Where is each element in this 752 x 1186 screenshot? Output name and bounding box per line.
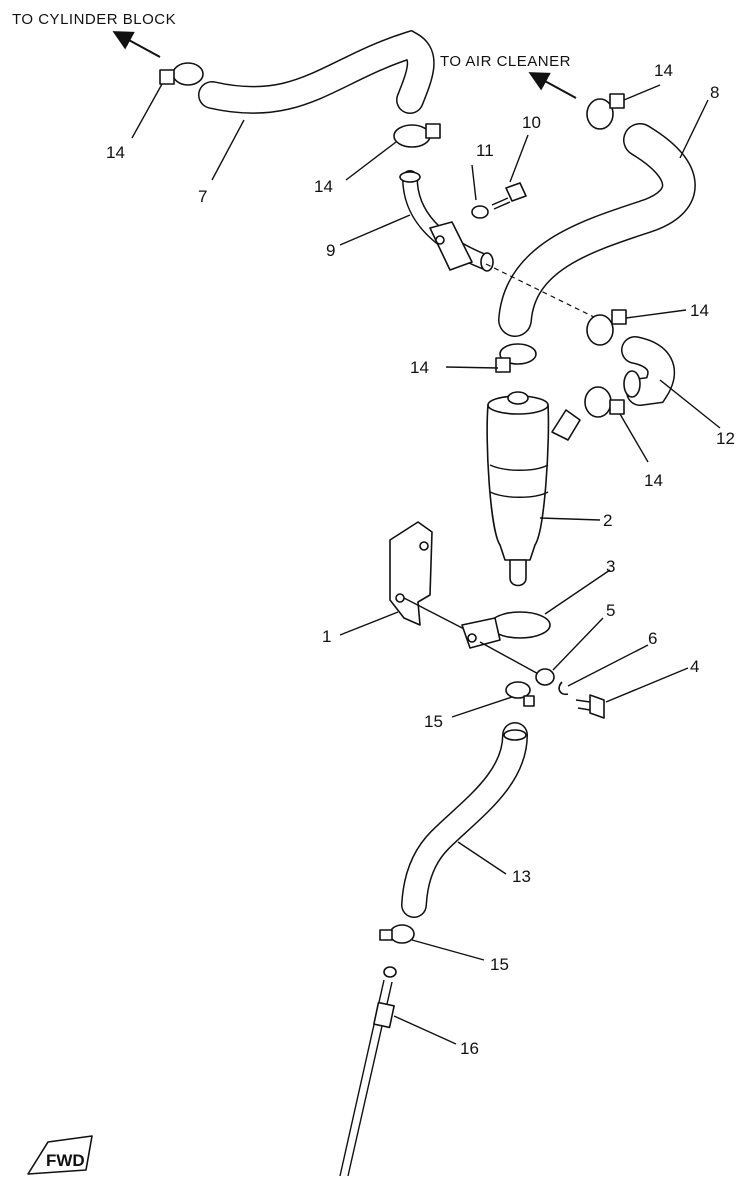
filter-clamp-3: [461, 611, 551, 649]
fuel-filter-2: [486, 391, 581, 587]
hose-clamp-14-f: [584, 386, 625, 418]
label-14-b: 14: [314, 177, 333, 196]
hose-8: [498, 123, 696, 337]
label-14-f: 14: [644, 471, 663, 490]
fitting-15-a: [505, 681, 535, 707]
assembly-line-9: [485, 263, 601, 321]
label-12: 12: [716, 429, 735, 448]
label-8: 8: [710, 83, 719, 102]
caption-to-cylinder-block: TO CYLINDER BLOCK: [12, 11, 176, 28]
arrow-to-cylinder-block: [112, 31, 161, 58]
label-13: 13: [512, 867, 531, 886]
pipe-9: [399, 170, 494, 272]
caption-to-air-cleaner: TO AIR CLEANER: [440, 53, 571, 70]
hose-clamp-14-a: [159, 62, 204, 86]
hose-clamp-14-d: [586, 309, 627, 346]
label-15-a: 15: [424, 712, 443, 731]
hose-13: [401, 722, 528, 918]
label-14-a: 14: [106, 143, 125, 162]
spring-washer-6: [558, 681, 569, 696]
label-11: 11: [476, 141, 494, 160]
label-2: 2: [603, 511, 612, 530]
label-1: 1: [322, 627, 331, 646]
fitting-15-b: [379, 924, 415, 944]
label-14-d: 14: [690, 301, 709, 320]
label-14-e: 14: [410, 358, 429, 377]
fwd-label: FWD: [46, 1151, 85, 1170]
assembly-line-3: [479, 641, 543, 677]
label-4: 4: [690, 657, 699, 676]
bracket-1: [389, 521, 433, 626]
hose-clamp-14-c: [586, 93, 625, 130]
hose-clamp-14-e: [495, 343, 537, 373]
pickup-tube-16: [339, 966, 397, 1177]
washer-5: [535, 668, 555, 686]
label-16: 16: [460, 1039, 479, 1058]
fwd-mark: FWD: [27, 1135, 93, 1175]
washer-11: [471, 205, 489, 219]
label-5: 5: [606, 601, 615, 620]
elbow-hose-12: [621, 336, 676, 406]
bolt-4: [575, 694, 605, 719]
label-6: 6: [648, 629, 657, 648]
label-7: 7: [198, 187, 207, 206]
hose-clamp-14-b: [393, 123, 441, 148]
arrow-to-air-cleaner: [528, 72, 577, 99]
bolt-10: [491, 182, 527, 210]
label-14-c: 14: [654, 61, 673, 80]
label-10: 10: [522, 113, 541, 132]
hose-7: [198, 29, 435, 114]
label-3: 3: [606, 557, 615, 576]
assembly-line-1: [403, 597, 471, 633]
label-15-b: 15: [490, 955, 509, 974]
label-9: 9: [326, 241, 335, 260]
leader-lines: [131, 83, 721, 1045]
